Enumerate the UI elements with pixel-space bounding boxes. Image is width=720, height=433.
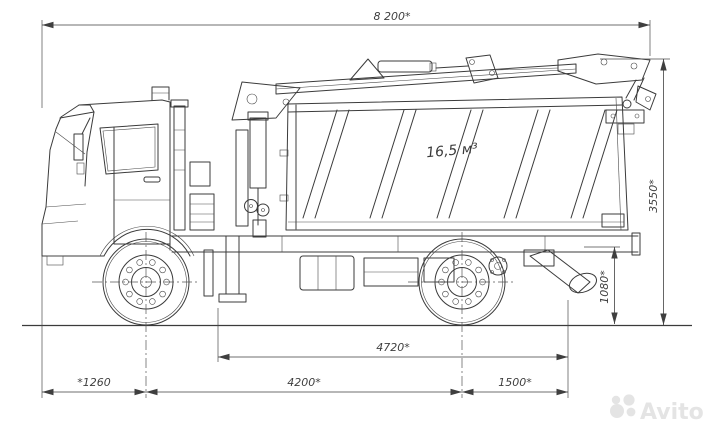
grapple-clamp — [605, 109, 645, 124]
dimension-rear-frame-height: 1080* — [584, 246, 620, 324]
dump-body: 16,5 м³ — [279, 96, 632, 231]
dim-label-overall-height: 3550* — [647, 179, 660, 213]
chassis-frame — [171, 232, 641, 303]
crane-boom — [275, 63, 577, 95]
crane-lift-cylinder — [249, 117, 267, 189]
tailgate-latch — [601, 213, 625, 228]
crane-manipulator — [231, 53, 657, 238]
dim-label-rear-overhang: 1500* — [498, 376, 532, 389]
mudflap — [203, 249, 214, 297]
dim-label-front-overhang: *1260 — [77, 376, 111, 389]
outrigger-leg — [225, 235, 240, 295]
dim-label-wheelbase: 4200* — [287, 376, 321, 389]
behind-cab-equipment — [170, 99, 215, 231]
frame-end-cap — [631, 232, 641, 256]
avito-wordmark: Avito — [640, 400, 704, 425]
crane-rear-bracket — [557, 53, 651, 85]
dim-label-body-span: 4720* — [376, 341, 410, 354]
body-rib-lines — [302, 109, 618, 219]
dimension-overall-length: 8 200* — [41, 10, 651, 108]
dim-label-overall-length: 8 200* — [374, 10, 411, 23]
truck-cab — [41, 86, 195, 266]
tow-coupling — [488, 256, 508, 276]
dimension-overall-height: 3550* — [600, 58, 670, 325]
fuel-tank — [299, 255, 355, 291]
rear-hitch-arm — [529, 249, 591, 294]
side-mirror — [73, 133, 84, 161]
avito-logo-icon — [610, 394, 636, 418]
exhaust-stack — [173, 105, 186, 231]
boom-cylinder — [377, 60, 433, 73]
dim-label-rear-frame-height: 1080* — [598, 270, 611, 304]
body-volume-label: 16,5 м³ — [426, 141, 479, 161]
outrigger-pad — [252, 219, 267, 238]
avito-watermark: Avito — [610, 394, 704, 425]
tailgate-hinge — [622, 99, 632, 109]
hydraulic-tank — [189, 193, 215, 231]
door-handle — [143, 176, 161, 183]
dimension-body-span: 4720* — [217, 300, 569, 398]
dimension-bottom-row: *1260 4200* 1500* — [41, 232, 568, 398]
crane-pivot-plate — [231, 81, 301, 121]
